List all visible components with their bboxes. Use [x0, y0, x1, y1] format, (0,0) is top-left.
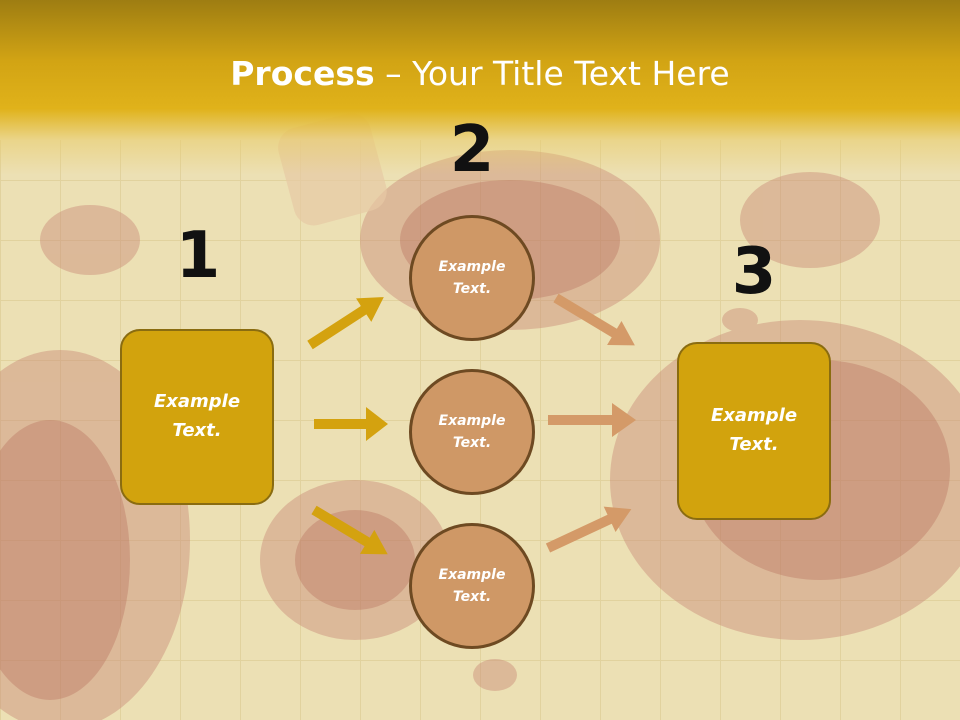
arrow-from-circle-top [553, 293, 635, 346]
tan-arrows [545, 293, 636, 553]
arrow-to-circle-top [307, 297, 384, 350]
circle-middle-text: Example Text. [438, 412, 506, 451]
circle-middle: Example Text. [409, 369, 535, 495]
arrow-to-circle-bottom [311, 505, 388, 555]
right-step-text: Example Text. [710, 405, 798, 455]
step-number-3: 3 [731, 235, 777, 309]
left-step-text: Example Text. [153, 391, 241, 441]
step-number-1: 1 [175, 219, 221, 293]
step-number-2: 2 [449, 113, 495, 187]
circle-bottom: Example Text. [409, 523, 535, 649]
left-step-box: Example Text. [120, 329, 274, 505]
circle-top: Example Text. [409, 215, 535, 341]
title-bold: Process [230, 54, 375, 93]
gold-arrows [307, 297, 388, 555]
page-title: Process – Your Title Text Here [0, 54, 960, 93]
circle-top-text: Example Text. [438, 258, 506, 297]
header-band [0, 0, 960, 175]
title-rest: – Your Title Text Here [374, 54, 730, 93]
circle-bottom-text: Example Text. [438, 566, 506, 605]
arrow-to-circle-middle [314, 407, 388, 441]
right-step-box: Example Text. [677, 342, 831, 520]
arrow-from-circle-bottom [545, 506, 632, 553]
arrow-from-circle-middle [548, 403, 636, 437]
